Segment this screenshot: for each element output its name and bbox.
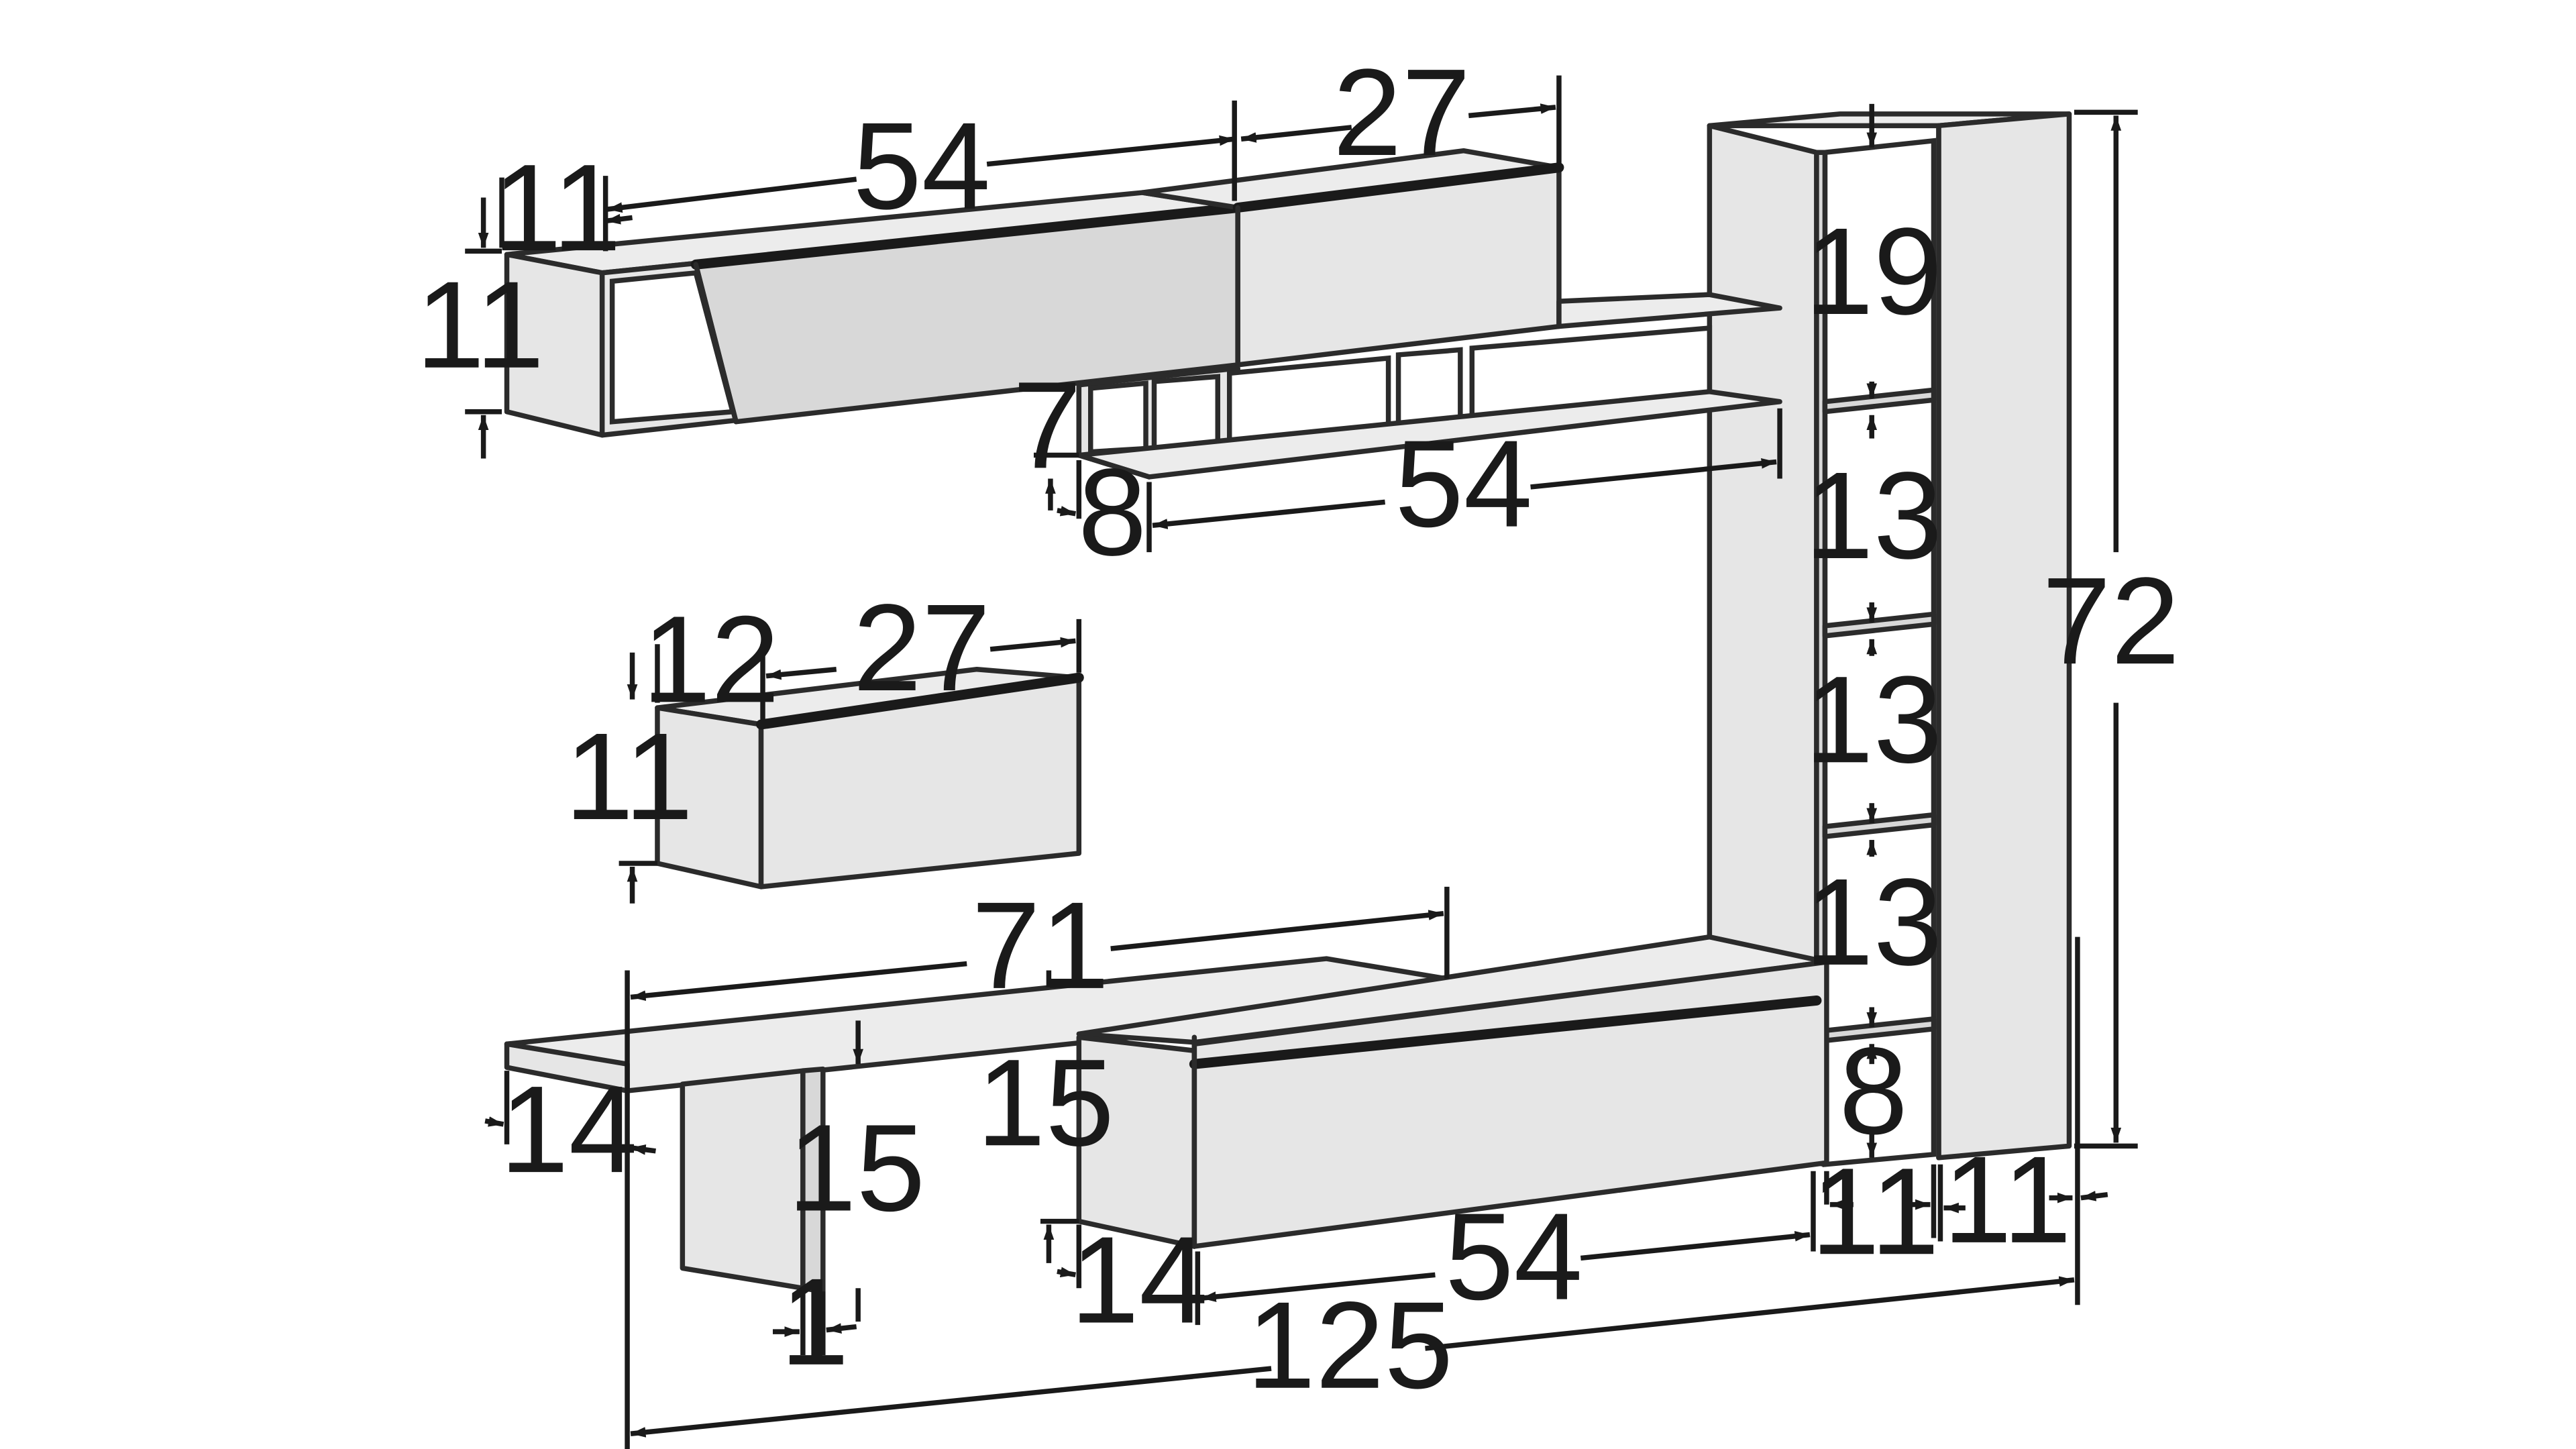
label-top-right-width: 27 [1333,44,1470,182]
open-shelf-unit [1076,292,1782,480]
label-total-width: 125 [1246,1277,1453,1415]
label-desk-leg-thickness: 1 [780,1253,849,1391]
label-tower-height: 72 [2042,552,2180,690]
label-desk-depth: 14 [500,1061,637,1199]
label-open-shelf-width: 54 [1395,415,1532,553]
label-shelf-gap-1: 19 [1805,203,1942,341]
tall-tower [1707,111,2072,1167]
label-open-shelf-height: 7 [1013,356,1082,494]
label-shelf-gap-5: 8 [1839,1022,1908,1161]
label-tower-left-width: 11 [1811,1142,1939,1281]
label-middle-box-width: 27 [853,579,990,717]
label-shelf-gap-3: 13 [1805,651,1942,789]
dimension-labels: 11 54 27 11 7 8 54 12 27 11 71 14 15 1 1… [416,44,2180,1415]
label-desk-width: 71 [971,877,1109,1015]
label-middle-box-depth: 12 [642,590,780,729]
label-open-shelf-depth: 8 [1078,443,1147,582]
label-tower-right-width: 11 [1943,1131,2072,1269]
label-shelf-gap-4: 13 [1805,853,1942,991]
label-middle-box-height: 11 [565,708,694,846]
label-base-height: 15 [977,1034,1114,1172]
label-top-left-depth: 11 [493,139,622,277]
label-top-left-height: 11 [416,256,545,394]
base-unit [1076,934,1829,1249]
label-top-left-width: 54 [853,97,990,235]
top-left-cabinet [504,190,1243,438]
top-right-cabinet [1140,148,1564,368]
label-desk-leg-height: 15 [788,1099,925,1237]
label-shelf-gap-2: 13 [1805,447,1942,585]
label-base-width: 54 [1445,1188,1582,1326]
label-base-depth: 14 [1070,1212,1208,1350]
dimension-lines [465,75,2138,1449]
